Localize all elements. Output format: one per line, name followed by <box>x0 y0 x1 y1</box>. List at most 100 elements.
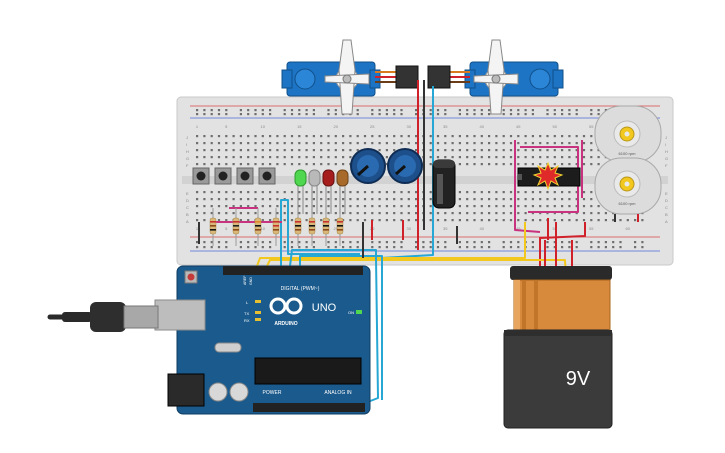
breadboard-hole <box>298 163 301 166</box>
breadboard-hole <box>451 156 454 159</box>
breadboard-hole <box>575 142 578 145</box>
breadboard-hole <box>582 142 586 145</box>
breadboard-hole <box>232 142 235 145</box>
breadboard-hole <box>539 205 542 208</box>
breadboard-hole <box>290 109 294 112</box>
breadboard-hole <box>276 135 279 138</box>
breadboard-hole <box>254 163 257 166</box>
breadboard-hole <box>254 191 257 194</box>
breadboard-hole <box>582 212 586 215</box>
breadboard-hole <box>422 246 425 249</box>
breadboard-hole <box>575 191 578 194</box>
breadboard-hole <box>225 205 228 208</box>
breadboard-hole <box>517 135 520 138</box>
column-number: 35 <box>443 124 448 129</box>
breadboard-hole <box>568 163 571 166</box>
breadboard-hole <box>363 205 367 208</box>
breadboard-hole <box>502 156 505 159</box>
usb-plug-icon <box>47 302 159 332</box>
breadboard-hole <box>349 135 352 138</box>
push-button <box>258 167 276 185</box>
breadboard-hole <box>473 142 476 145</box>
breadboard-hole <box>385 149 388 152</box>
breadboard-hole <box>217 241 221 244</box>
breadboard-hole <box>539 142 542 145</box>
breadboard-hole <box>429 241 432 244</box>
breadboard-hole <box>458 109 461 112</box>
breadboard-hole <box>604 109 607 112</box>
breadboard-hole <box>217 246 221 249</box>
breadboard-hole <box>473 246 476 249</box>
breadboard-hole <box>495 135 498 138</box>
breadboard-hole <box>590 219 593 222</box>
breadboard-hole <box>436 113 440 116</box>
breadboard-hole <box>451 135 454 138</box>
breadboard-hole <box>247 109 250 112</box>
breadboard-hole <box>597 212 600 215</box>
row-letter: A <box>186 219 189 224</box>
breadboard-hole <box>480 246 483 249</box>
breadboard-hole <box>196 109 199 112</box>
breadboard-hole <box>582 163 586 166</box>
breadboard-hole <box>363 135 367 138</box>
breadboard-hole <box>312 113 315 116</box>
breadboard-hole <box>342 246 345 249</box>
breadboard-hole <box>634 246 637 249</box>
breadboard-hole <box>458 135 461 138</box>
breadboard-hole <box>575 246 578 249</box>
breadboard-hole <box>546 149 549 152</box>
breadboard-hole <box>210 113 213 116</box>
breadboard-hole <box>327 135 330 138</box>
breadboard-hole <box>502 149 505 152</box>
breadboard-hole <box>196 191 199 194</box>
resistor <box>294 208 302 246</box>
breadboard-hole <box>385 212 388 215</box>
breadboard-hole <box>276 198 279 201</box>
breadboard-hole <box>276 156 279 159</box>
breadboard-hole <box>436 109 440 112</box>
breadboard-hole <box>561 113 564 116</box>
breadboard-hole <box>239 156 242 159</box>
breadboard-hole <box>203 163 206 166</box>
breadboard-hole <box>261 163 264 166</box>
row-letter: E <box>665 191 668 196</box>
breadboard-hole <box>415 212 418 215</box>
breadboard-hole <box>415 198 418 201</box>
breadboard-hole <box>203 198 206 201</box>
breadboard-hole <box>385 198 388 201</box>
breadboard-hole <box>458 241 461 244</box>
breadboard-hole <box>488 156 491 159</box>
resistor <box>336 208 344 246</box>
breadboard-hole <box>415 205 418 208</box>
breadboard-hole <box>575 163 578 166</box>
breadboard-hole <box>225 241 228 244</box>
breadboard-hole <box>436 219 440 222</box>
breadboard-hole <box>619 219 622 222</box>
breadboard-hole <box>247 205 250 208</box>
row-letter: B <box>186 212 189 217</box>
breadboard-hole <box>444 212 447 215</box>
breadboard-hole <box>612 219 615 222</box>
breadboard-hole <box>334 163 337 166</box>
breadboard-hole <box>553 109 556 112</box>
breadboard-hole <box>232 156 235 159</box>
breadboard-hole <box>568 113 571 116</box>
breadboard-hole <box>298 149 301 152</box>
breadboard-hole <box>568 241 571 244</box>
breadboard-hole <box>568 149 571 152</box>
breadboard-hole <box>561 205 564 208</box>
row-letter: I <box>665 142 666 147</box>
led-brown <box>336 169 349 214</box>
breadboard-hole <box>312 156 315 159</box>
breadboard-hole <box>488 113 491 116</box>
breadboard-hole <box>196 241 199 244</box>
breadboard-hole <box>196 205 199 208</box>
breadboard-hole <box>597 205 600 208</box>
breadboard-hole <box>261 149 264 152</box>
breadboard-hole <box>444 113 447 116</box>
breadboard-hole <box>276 163 279 166</box>
breadboard-hole <box>480 109 483 112</box>
breadboard-hole <box>210 205 213 208</box>
breadboard-hole <box>305 191 308 194</box>
breadboard-hole <box>371 241 374 244</box>
